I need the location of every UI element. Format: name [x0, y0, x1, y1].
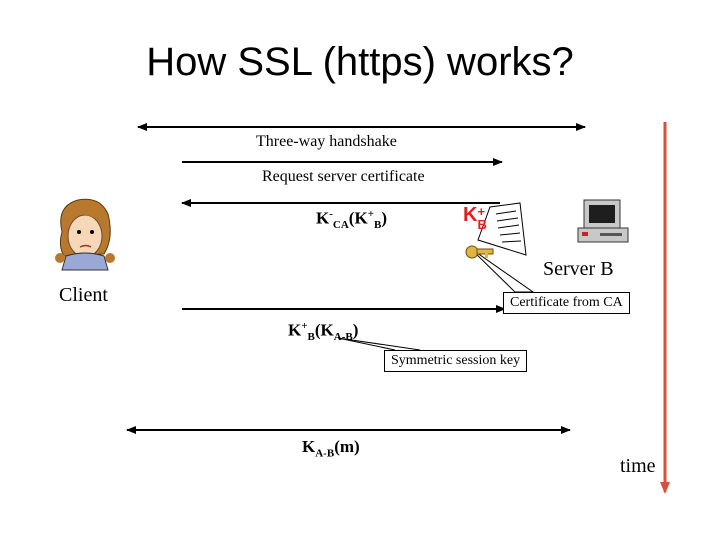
- formula-symbol: K: [288, 320, 302, 340]
- session-key-callout-pointer: [337, 337, 396, 351]
- formula-sub: B: [307, 331, 315, 344]
- formula-sub: B: [373, 219, 382, 232]
- formula-symbol: K: [316, 208, 330, 228]
- formula-symbol: ): [352, 320, 359, 340]
- public-key-icon-label: K+B: [463, 205, 487, 231]
- request-cert-label: Request server certificate: [262, 168, 425, 185]
- formula-symbol: (m): [334, 437, 360, 456]
- cert-formula: K-CA(K+B): [316, 208, 387, 231]
- session-key-callout: Symmetric session key: [384, 350, 528, 372]
- formula-sub: A-B: [315, 447, 335, 460]
- formula-symbol: (K: [314, 320, 334, 340]
- session-key-callout-pointer-2: [337, 337, 421, 351]
- time-label: time: [620, 455, 656, 477]
- key-sup-sub: +B: [477, 205, 486, 231]
- handshake-label: Three-way handshake: [256, 133, 397, 150]
- client-woman-icon: [55, 198, 115, 271]
- key-formula: K+B(KA-B): [288, 320, 358, 343]
- key-sup: +: [477, 204, 486, 219]
- formula-symbol: ): [381, 208, 387, 228]
- certificate-key-icon: [465, 202, 527, 259]
- computer-icon: [577, 199, 629, 243]
- formula-symbol: K: [302, 437, 316, 456]
- formula-sub: CA: [332, 219, 349, 232]
- formula-sub: A-B: [333, 331, 353, 344]
- data-formula: KA-B(m): [302, 437, 360, 459]
- server-label: Server B: [543, 258, 614, 280]
- formula-sup: -: [329, 208, 333, 220]
- formula-sup: +: [301, 320, 308, 332]
- client-label: Client: [59, 284, 108, 306]
- key-sub: B: [477, 217, 487, 232]
- formula-symbol: (K: [348, 208, 368, 228]
- certificate-callout: Certificate from CA: [503, 292, 630, 314]
- formula-sup: +: [367, 208, 374, 220]
- key-symbol: K: [463, 204, 478, 226]
- page-title: How SSL (https) works?: [146, 40, 574, 84]
